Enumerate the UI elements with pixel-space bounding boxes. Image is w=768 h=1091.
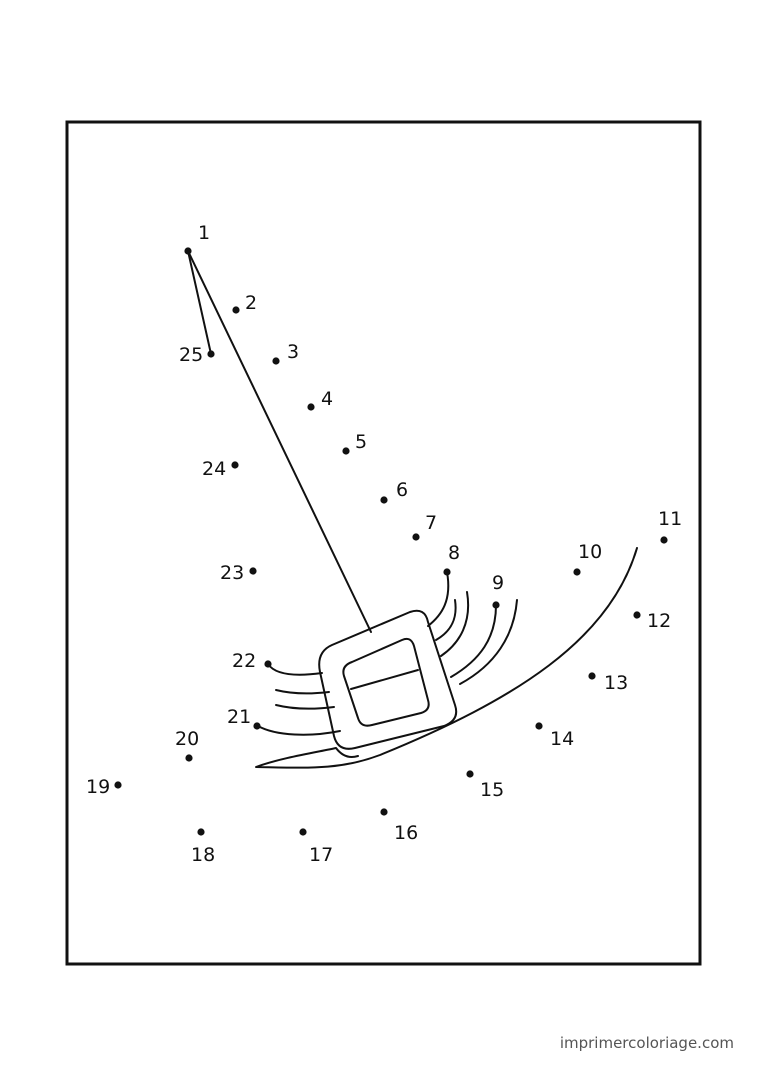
dot-18: 18 bbox=[191, 828, 215, 866]
dot-point bbox=[232, 306, 240, 314]
dot-25: 25 bbox=[179, 344, 215, 366]
dot-point bbox=[185, 754, 193, 762]
dot-point bbox=[272, 357, 280, 365]
dot-4: 4 bbox=[307, 388, 333, 411]
dot-17: 17 bbox=[299, 828, 333, 866]
dot-number: 18 bbox=[191, 844, 215, 866]
dot-point bbox=[412, 533, 420, 541]
dot-point bbox=[114, 781, 122, 789]
dot-point bbox=[307, 403, 315, 411]
dot-point bbox=[535, 722, 543, 730]
dot-number: 19 bbox=[86, 776, 110, 798]
dot-point bbox=[380, 808, 388, 816]
dot-7: 7 bbox=[412, 512, 437, 541]
dot-point bbox=[588, 672, 596, 680]
dot-point bbox=[299, 828, 307, 836]
dot-5: 5 bbox=[342, 431, 367, 455]
buckle-inner bbox=[342, 637, 430, 727]
dot-number: 3 bbox=[287, 341, 299, 363]
dot-13: 13 bbox=[588, 672, 628, 694]
dot-point bbox=[207, 350, 215, 358]
dot-point bbox=[443, 568, 451, 576]
dot-point bbox=[633, 611, 641, 619]
dot-number: 25 bbox=[179, 344, 203, 366]
dot-24: 24 bbox=[202, 458, 239, 480]
dot-number: 21 bbox=[227, 706, 251, 728]
dot-point bbox=[573, 568, 581, 576]
dot-number: 7 bbox=[425, 512, 437, 534]
drawing-lines bbox=[187, 250, 638, 769]
dot-point bbox=[253, 722, 261, 730]
dot-number: 20 bbox=[175, 728, 199, 750]
dot-point bbox=[380, 496, 388, 504]
dot-23: 23 bbox=[220, 562, 257, 584]
hat-band-left-3 bbox=[275, 704, 335, 710]
hat-band-left-4 bbox=[257, 725, 341, 736]
dot-number: 6 bbox=[396, 479, 408, 501]
dot-point bbox=[342, 447, 350, 455]
dot-point bbox=[184, 247, 192, 255]
dot-6: 6 bbox=[380, 479, 408, 504]
page-border bbox=[65, 120, 702, 966]
hat-band-right-5 bbox=[459, 599, 518, 685]
hat-band-left-1 bbox=[267, 663, 323, 676]
dot-2: 2 bbox=[232, 292, 257, 314]
hat-band-left-2 bbox=[275, 689, 330, 695]
dot-number: 1 bbox=[198, 222, 210, 244]
dot-14: 14 bbox=[535, 722, 574, 750]
dot-point bbox=[249, 567, 257, 575]
dot-number: 8 bbox=[448, 542, 460, 564]
dot-number: 4 bbox=[321, 388, 333, 410]
dot-22: 22 bbox=[232, 650, 272, 672]
dot-number: 15 bbox=[480, 779, 504, 801]
dot-number: 14 bbox=[550, 728, 574, 750]
dot-layer: 1234567891011121314151617181920212223242… bbox=[86, 222, 682, 866]
hat-band-right-3 bbox=[440, 591, 470, 657]
dot-15: 15 bbox=[466, 770, 504, 801]
dot-number: 16 bbox=[394, 822, 418, 844]
dot-16: 16 bbox=[380, 808, 418, 844]
site-credit: imprimercoloriage.com bbox=[559, 1034, 734, 1052]
dot-number: 5 bbox=[355, 431, 367, 453]
dot-number: 24 bbox=[202, 458, 226, 480]
dot-20: 20 bbox=[175, 728, 199, 762]
dot-19: 19 bbox=[86, 776, 122, 798]
dot-12: 12 bbox=[633, 610, 671, 632]
dot-point bbox=[197, 828, 205, 836]
dot-3: 3 bbox=[272, 341, 299, 365]
buckle-bar bbox=[350, 669, 419, 690]
dot-number: 11 bbox=[658, 508, 682, 530]
hat-band-right-2 bbox=[435, 599, 457, 641]
dot-10: 10 bbox=[573, 541, 602, 576]
hat-brim-curve bbox=[255, 547, 638, 769]
hat-band-right-4 bbox=[450, 604, 497, 678]
dot-point bbox=[492, 601, 500, 609]
dot-point bbox=[264, 660, 272, 668]
dot-number: 10 bbox=[578, 541, 602, 563]
dot-8: 8 bbox=[443, 542, 460, 576]
dot-number: 22 bbox=[232, 650, 256, 672]
dot-point bbox=[466, 770, 474, 778]
dot-1: 1 bbox=[184, 222, 210, 255]
dot-point bbox=[231, 461, 239, 469]
dot-21: 21 bbox=[227, 706, 261, 730]
dot-number: 2 bbox=[245, 292, 257, 314]
dot-number: 17 bbox=[309, 844, 333, 866]
dot-11: 11 bbox=[658, 508, 682, 544]
dot-number: 23 bbox=[220, 562, 244, 584]
dot-number: 13 bbox=[604, 672, 628, 694]
hat-band-right-1 bbox=[427, 571, 450, 627]
buckle-outer bbox=[318, 609, 458, 750]
guide-line-1-25 bbox=[187, 250, 212, 355]
dot-9: 9 bbox=[492, 572, 504, 609]
dot-number: 12 bbox=[647, 610, 671, 632]
dot-number: 9 bbox=[492, 572, 504, 594]
dot-point bbox=[660, 536, 668, 544]
hat-crease-line bbox=[187, 250, 372, 633]
